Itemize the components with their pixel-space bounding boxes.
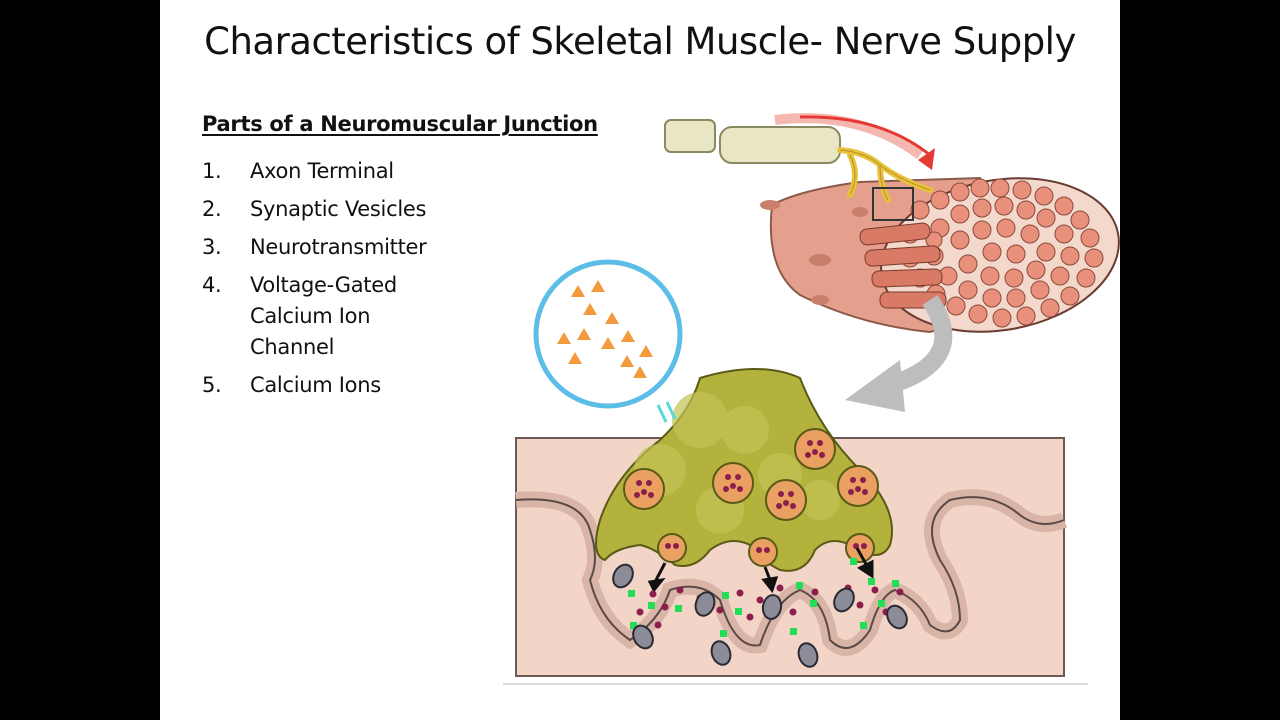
list-item-text: Synaptic Vesicles (250, 197, 427, 221)
list-item-number: 5. (202, 373, 222, 397)
signal-arrow (774, 113, 935, 170)
zoom-arrow (887, 295, 953, 394)
list-heading: Parts of a Neuromuscular Junction (202, 112, 598, 136)
acetylcholine-receptors (612, 563, 908, 668)
list-item-number: 1. (202, 159, 222, 183)
neurotransmitter-zoom-circle (533, 259, 683, 409)
list-item: 3. Neurotransmitter (202, 232, 440, 263)
calcium-ions (628, 558, 899, 637)
list-item-text: Voltage-Gated Calcium Ion Channel (250, 273, 397, 359)
parts-list: 1. Axon Terminal 2. Synaptic Vesicles 3.… (202, 156, 440, 408)
list-item-text: Neurotransmitter (250, 235, 427, 259)
list-item: 5. Calcium Ions (202, 370, 440, 401)
zoom-arrow-head (845, 360, 905, 412)
list-item-text: Axon Terminal (250, 159, 394, 183)
muscle-fiber-bundle (760, 176, 1120, 334)
list-item: 4. Voltage-Gated Calcium Ion Channel (202, 270, 440, 363)
list-item-number: 4. (202, 273, 222, 297)
magnify-box (872, 187, 914, 221)
neuromuscular-junction-illustration (503, 113, 1120, 685)
calcium-channel (656, 401, 677, 423)
slide: Characteristics of Skeletal Muscle- Nerv… (160, 0, 1120, 720)
release-arrows (647, 547, 874, 594)
slide-title: Characteristics of Skeletal Muscle- Nerv… (204, 20, 1076, 63)
synaptic-vesicles (623, 428, 879, 567)
list-item-number: 2. (202, 197, 222, 221)
list-item: 1. Axon Terminal (202, 156, 440, 187)
list-item: 2. Synaptic Vesicles (202, 194, 440, 225)
list-item-number: 3. (202, 235, 222, 259)
nerve-axon (664, 119, 933, 203)
list-item-text: Calcium Ions (250, 373, 381, 397)
